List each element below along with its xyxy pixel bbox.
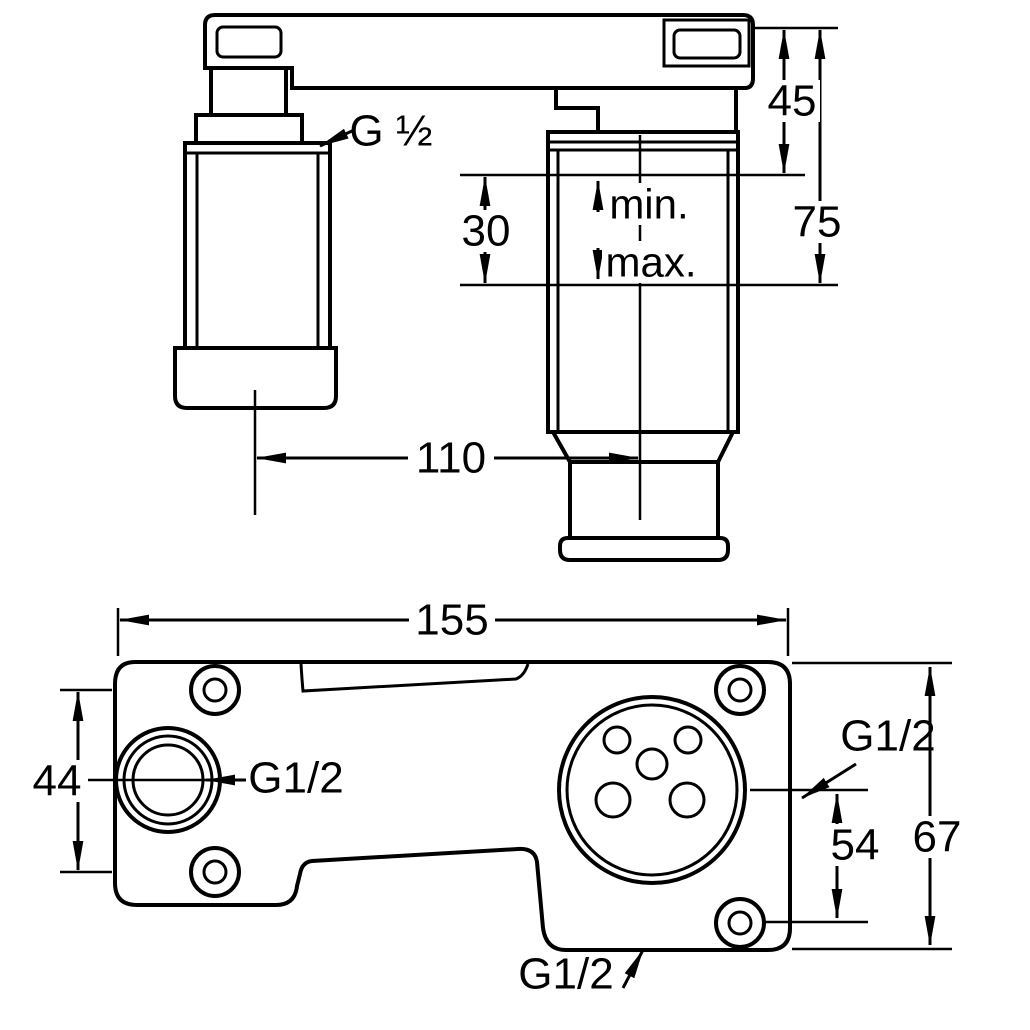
dim-45-label: 45 — [768, 77, 817, 126]
housing-hole — [635, 747, 669, 781]
boss-outer — [714, 897, 766, 949]
thread-label-right: G1/2 — [840, 712, 935, 761]
top-view-text-backings — [408, 80, 843, 479]
left-cap-detail — [215, 25, 283, 59]
right-cap-detail — [672, 28, 742, 60]
right-cap-outline — [662, 18, 751, 68]
housing-inner — [565, 703, 739, 877]
dim-110-label: 110 — [416, 434, 486, 483]
boss-hole — [202, 859, 228, 885]
dim-75-label: 75 — [793, 198, 842, 247]
housing-hole — [594, 781, 632, 819]
cartridge-housing — [557, 695, 747, 885]
boss-outer — [189, 664, 241, 716]
boss-outer — [714, 664, 766, 716]
thread-label-top: G ½ — [349, 107, 432, 156]
housing-hole — [602, 725, 632, 755]
arm-outline — [203, 13, 755, 90]
right-body-flange-lines — [548, 140, 738, 152]
left-neck — [209, 66, 288, 119]
left-cylinder — [183, 141, 332, 350]
top-view-labels: 45 75 30 min. max. 110 G ½ — [349, 77, 841, 483]
right-bottom-flange — [558, 536, 730, 562]
thread-arrow-bottom — [621, 949, 645, 989]
min-label: min. — [609, 181, 688, 228]
dim-44-backing — [28, 760, 86, 802]
max-label: max. — [605, 239, 696, 286]
housing-hole — [668, 781, 706, 819]
left-cylinder-inner-lines — [195, 153, 320, 348]
thread-arrow-right — [801, 762, 857, 800]
top-view: 45 75 30 min. max. 110 G ½ — [173, 13, 843, 562]
boss-hole — [727, 677, 753, 703]
right-neck-outline — [554, 88, 738, 132]
dim-110-backing — [408, 437, 494, 479]
dim-155-backing — [409, 599, 495, 641]
dim-67-label: 67 — [913, 813, 962, 862]
housing-outer — [557, 695, 747, 885]
left-base-flange — [173, 346, 338, 410]
bottom-view-extension-lines — [60, 608, 952, 951]
spout-arm — [203, 13, 755, 90]
dim-30-backing — [459, 210, 513, 252]
thread-label-bottom: G1/2 — [518, 950, 613, 999]
dim-45-backing — [766, 80, 820, 122]
left-collar — [194, 113, 304, 145]
right-body-inner-lines — [556, 150, 730, 430]
dim-44-label: 44 — [33, 757, 82, 806]
right-valve-body — [546, 88, 740, 562]
right-lower-cylinder — [568, 460, 720, 540]
boss-hole — [202, 677, 228, 703]
dim-54-backing — [826, 824, 884, 866]
boss-outer — [189, 846, 241, 898]
max-backing — [602, 241, 702, 283]
boss-hole — [727, 910, 753, 936]
top-view-extension-lines — [460, 26, 838, 287]
left-valve-body — [173, 66, 338, 410]
screw-boss-top-right — [714, 664, 766, 716]
bottom-view: 155 44 54 67 G1/2 G1/2 G1/2 — [28, 596, 967, 999]
bottom-view-labels: 155 44 54 67 G1/2 G1/2 G1/2 — [33, 596, 962, 999]
screw-boss-bottom-left — [189, 846, 241, 898]
thread-arrow-top — [319, 128, 355, 148]
housing-hole — [673, 725, 703, 755]
screw-boss-top-left — [189, 664, 241, 716]
web-top-edge — [299, 663, 530, 693]
min-backing — [604, 183, 696, 225]
screw-boss-bottom-right — [714, 897, 766, 949]
dim-67-backing — [907, 816, 967, 858]
dim-30-label: 30 — [462, 207, 511, 256]
dim-155-label: 155 — [415, 596, 488, 645]
dim-75-backing — [791, 201, 843, 243]
bottom-view-text-backings — [28, 599, 967, 866]
dim-54-label: 54 — [831, 821, 880, 870]
thread-label-left: G1/2 — [248, 754, 343, 803]
